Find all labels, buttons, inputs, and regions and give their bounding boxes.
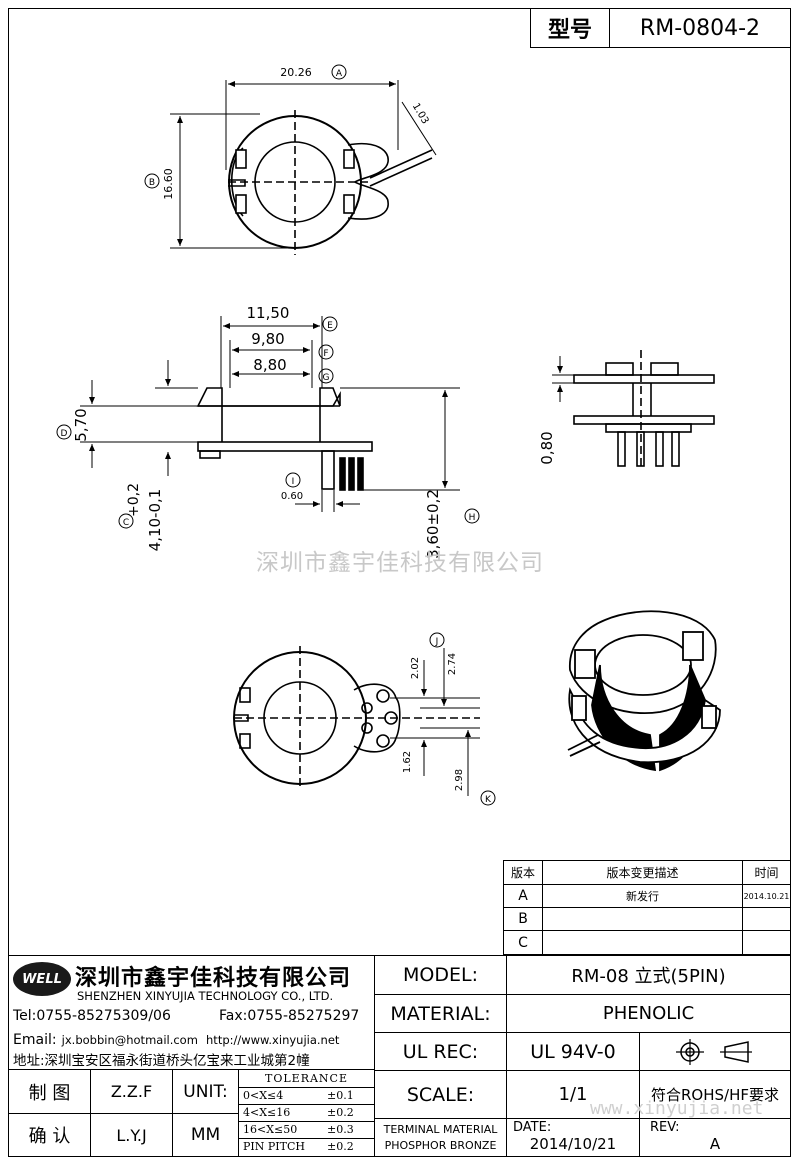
watermark: 深圳市鑫宇佳科技有限公司 [256, 550, 544, 576]
draw-value: Z.Z.F [90, 1069, 173, 1114]
tolerance-row: 0<X≤4 ±0.1 [238, 1087, 375, 1105]
company-tel: Tel:0755-85275309/06 [13, 1008, 171, 1024]
date-label: DATE: [513, 1120, 552, 1135]
rev-row-date [742, 930, 791, 955]
company-web: http://www.xinyujia.net [206, 1033, 340, 1047]
ulrec-label: UL REC: [374, 1032, 507, 1071]
first-angle-projection-icon [676, 1038, 752, 1065]
marker-a: A [336, 69, 343, 79]
top-view [228, 110, 433, 255]
dim-j1: 2.02 [410, 657, 421, 679]
tolerance-title: TOLERANCE [238, 1069, 375, 1088]
rev-row-date: 2014.10.21 [742, 884, 791, 908]
dim-side: 0,80 [538, 431, 556, 464]
rev-row-ver: A [503, 884, 543, 908]
rev-row-ver: B [503, 907, 543, 931]
marker-f: F [323, 349, 328, 359]
material-label: MATERIAL: [374, 994, 507, 1033]
tolerance-value: ±0.2 [327, 1106, 354, 1119]
company-fax: Fax:0755-85275297 [219, 1008, 360, 1024]
rev-header-desc: 版本变更描述 [542, 860, 743, 885]
tolerance-range: PIN PITCH [243, 1140, 305, 1153]
technical-drawing: 20.26 A 16.60 B 1.03 [56, 64, 721, 806]
dim-c-bot: 4,10-0,1 [146, 489, 164, 552]
unit-label: UNIT: [172, 1069, 239, 1114]
terminal-material: TERMINAL MATERIAL PHOSPHOR BRONZE [374, 1118, 507, 1157]
rev-header-date: 时间 [742, 860, 791, 885]
front-view [196, 387, 373, 491]
scale-label: SCALE: [374, 1070, 507, 1119]
date-value: 2014/10/21 [529, 1135, 617, 1153]
tolerance-row: 4<X≤16 ±0.2 [238, 1104, 375, 1122]
marker-h: H [469, 513, 476, 523]
company-email: jx.bobbin@hotmail.com [61, 1033, 198, 1047]
dim-e: 11,50 [247, 304, 290, 322]
tolerance-range: 4<X≤16 [243, 1106, 291, 1119]
tolerance-value: ±0.3 [327, 1123, 354, 1136]
rev-row-desc [542, 930, 743, 955]
model-label: MODEL: [374, 955, 507, 995]
rev-header-ver: 版本 [503, 860, 543, 885]
rev-value: A [709, 1135, 721, 1153]
marker-k: K [485, 795, 492, 805]
rev-cell: REV: A [639, 1118, 791, 1157]
company-email-line: Email: jx.bobbin@hotmail.com http://www.… [13, 1029, 339, 1048]
projection-symbol [639, 1032, 791, 1071]
marker-g: G [323, 373, 330, 383]
dim-width: 20.26 [280, 66, 312, 79]
marker-c: C [123, 518, 129, 528]
terminal-material-label: TERMINAL MATERIAL [383, 1123, 498, 1136]
dim-i: 0.60 [281, 491, 303, 502]
dim-j2: 2.74 [447, 653, 458, 675]
unit-value: MM [172, 1113, 239, 1157]
draw-label: 制 图 [8, 1069, 91, 1114]
tolerance-row: 16<X≤50 ±0.3 [238, 1121, 375, 1139]
isometric-view [567, 610, 721, 772]
dim-k1: 1.62 [402, 751, 413, 773]
marker-e: E [327, 321, 333, 331]
company-name-en: SHENZHEN XINYUJIA TECHNOLOGY CO., LTD. [77, 989, 334, 1003]
header-model-label: 型号 [530, 8, 610, 48]
rev-row-date [742, 907, 791, 931]
ulrec-value: UL 94V-0 [506, 1032, 640, 1071]
check-label: 确 认 [8, 1113, 91, 1157]
bottom-view [233, 646, 480, 790]
check-value: L.Y.J [90, 1113, 173, 1157]
dim-c-top: +0,2 [126, 483, 142, 517]
tolerance-value: ±0.2 [327, 1140, 354, 1153]
date-cell: DATE: 2014/10/21 [506, 1118, 640, 1157]
dim-d: 5,70 [72, 408, 90, 441]
tolerance-range: 16<X≤50 [243, 1123, 298, 1136]
watermark-url: www.xinyujia.net [590, 1098, 764, 1119]
rev-row-ver: C [503, 930, 543, 955]
dim-height: 16.60 [162, 168, 175, 200]
tolerance-row: PIN PITCH ±0.2 [238, 1138, 375, 1157]
marker-j: J [435, 637, 439, 647]
side-view [573, 350, 715, 470]
company-block: WELL 深圳市鑫宇佳科技有限公司 SHENZHEN XINYUJIA TECH… [8, 955, 375, 1070]
rev-row-desc: 新发行 [542, 884, 743, 908]
dim-f: 9,80 [251, 330, 284, 348]
dim-slot: 1.03 [410, 101, 431, 126]
tolerance-range: 0<X≤4 [243, 1089, 284, 1102]
marker-i: I [292, 477, 295, 487]
dim-g: 8,80 [253, 356, 286, 374]
rev-row-desc [542, 907, 743, 931]
company-name-cn: 深圳市鑫宇佳科技有限公司 [75, 966, 352, 991]
material-value: PHENOLIC [506, 994, 791, 1033]
tolerance-value: ±0.1 [327, 1089, 354, 1102]
model-value: RM-08 立式(5PIN) [506, 955, 791, 995]
dim-h: 3,60±0,2 [424, 489, 442, 559]
terminal-material-value: PHOSPHOR BRONZE [384, 1139, 497, 1152]
company-logo: WELL [13, 962, 71, 996]
marker-d: D [61, 429, 68, 439]
marker-b: B [149, 178, 155, 188]
company-email-label: Email: [13, 1032, 57, 1048]
rev-label: REV: [650, 1120, 680, 1135]
company-address: 地址:深圳宝安区福永街道桥头亿宝来工业城第2幢 [13, 1053, 310, 1069]
dim-k2: 2.98 [454, 769, 465, 791]
header-model-value: RM-0804-2 [609, 8, 791, 48]
